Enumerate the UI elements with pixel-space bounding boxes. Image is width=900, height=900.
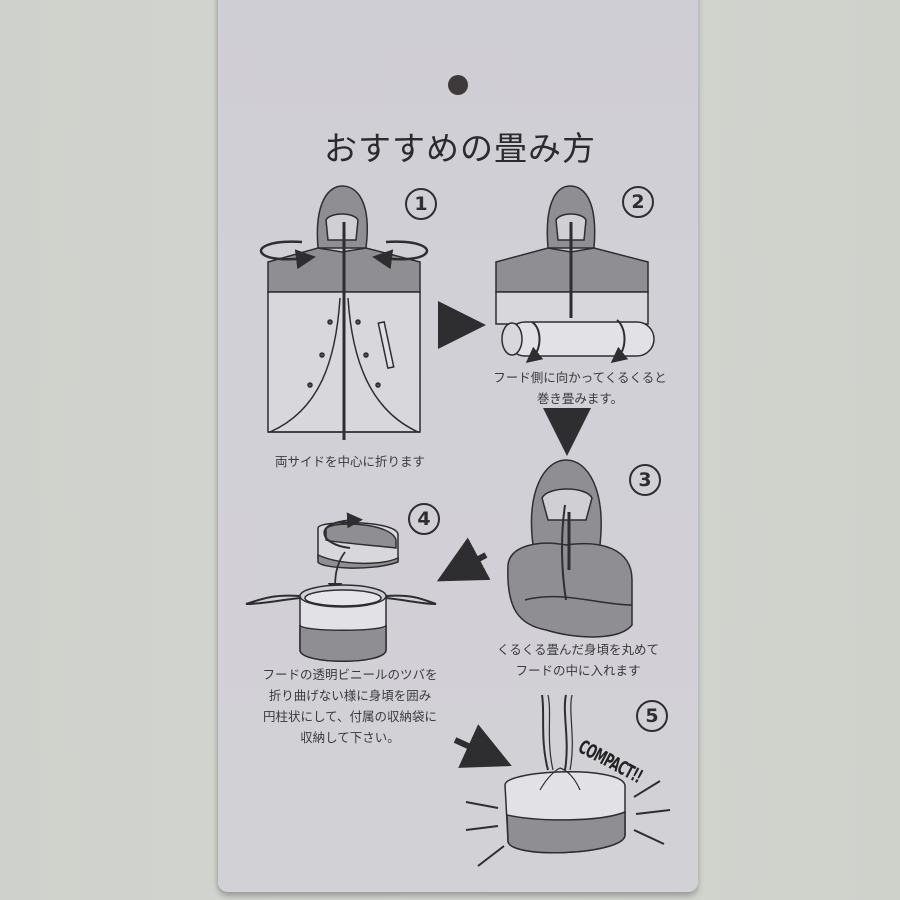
step-4-illustration <box>245 512 437 662</box>
step-5-number: 5 <box>636 700 668 732</box>
step-5-illustration <box>465 694 671 867</box>
step-3-number: 3 <box>629 464 661 496</box>
step-3-illustration <box>507 459 633 638</box>
arrow-down-right-icon <box>453 724 512 768</box>
card-title: おすすめの畳み方 <box>324 129 596 168</box>
step-1-illustration <box>259 185 429 440</box>
step-2-caption: フード側に向かってくるくると 巻き畳みます。 <box>493 370 667 406</box>
hang-hole <box>448 75 468 95</box>
step-4-caption: フードの透明ビニールのツバを 折り曲げない様に身頃を囲み 円柱状にして、付属の収… <box>262 667 438 745</box>
step-2-illustration <box>495 185 655 364</box>
step-4-number: 4 <box>408 503 440 535</box>
step-1-caption: 両サイドを中心に折ります <box>274 454 425 469</box>
step-3-caption: くるくる畳んだ身頃を丸めて フードの中に入れます <box>496 642 659 678</box>
arrow-down-left-icon <box>436 537 491 582</box>
step-1-number: 1 <box>405 188 437 220</box>
step-2-number: 2 <box>622 186 654 218</box>
